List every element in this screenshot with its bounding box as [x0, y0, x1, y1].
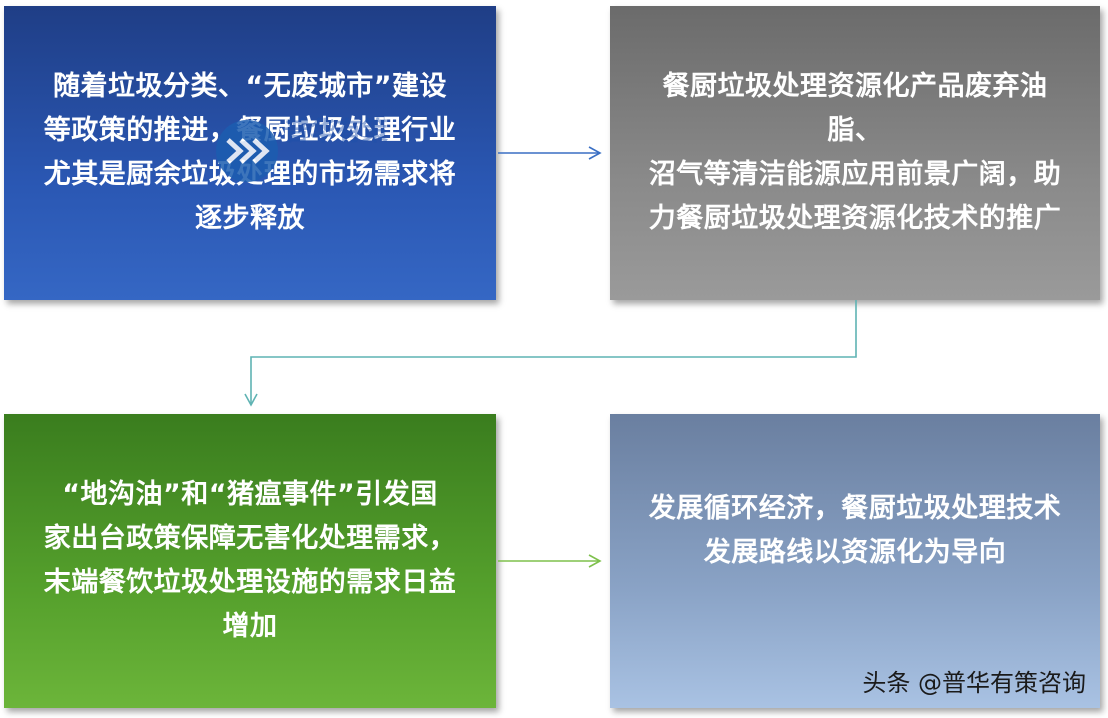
resource-product-text: 餐厨垃圾处理资源化产品废弃油脂、 沼气等清洁能源应用前景广阔，助 力餐厨垃圾处理…: [636, 65, 1074, 241]
arrow-box2-to-box3: [244, 300, 857, 407]
safety-demand-box: “地沟油”和“猪瘟事件”引发国 家出台政策保障无害化处理需求， 末端餐饮垃圾处理…: [4, 414, 496, 708]
source-credit: 头条 @普华有策咨询: [862, 669, 1086, 697]
circular-economy-box: 发展循环经济，餐厨垃圾处理技术 发展路线以资源化为导向: [610, 414, 1100, 708]
brand-watermark: 普华有策: [216, 117, 388, 182]
circular-economy-text: 发展循环经济，餐厨垃圾处理技术 发展路线以资源化为导向: [649, 487, 1062, 575]
box-line: 逐步释放: [195, 203, 305, 234]
box-line: 餐厨垃圾处理资源化产品废弃油脂、: [662, 71, 1048, 146]
box-line: 发展路线以资源化为导向: [703, 537, 1007, 568]
watermark-text: 普华有策: [284, 116, 389, 147]
box-line: “地沟油”和“猪瘟事件”引发国: [62, 479, 438, 510]
box-line: 随着垃圾分类、“无废城市”建设: [53, 71, 447, 102]
box-line: 力餐厨垃圾处理资源化技术的推广: [648, 203, 1062, 234]
box-line: 家出台政策保障无害化处理需求，: [43, 523, 457, 554]
box-line: 末端餐饮垃圾处理设施的需求日益: [43, 567, 457, 598]
resource-product-box: 餐厨垃圾处理资源化产品废弃油脂、 沼气等清洁能源应用前景广阔，助 力餐厨垃圾处理…: [610, 6, 1100, 300]
brand-logo-icon: [216, 120, 278, 182]
box-line: 沼气等清洁能源应用前景广阔，助: [648, 159, 1062, 190]
safety-demand-text: “地沟油”和“猪瘟事件”引发国 家出台政策保障无害化处理需求， 末端餐饮垃圾处理…: [44, 473, 457, 649]
box-line: 增加: [222, 611, 278, 642]
box-line: 发展循环经济，餐厨垃圾处理技术: [648, 493, 1062, 524]
